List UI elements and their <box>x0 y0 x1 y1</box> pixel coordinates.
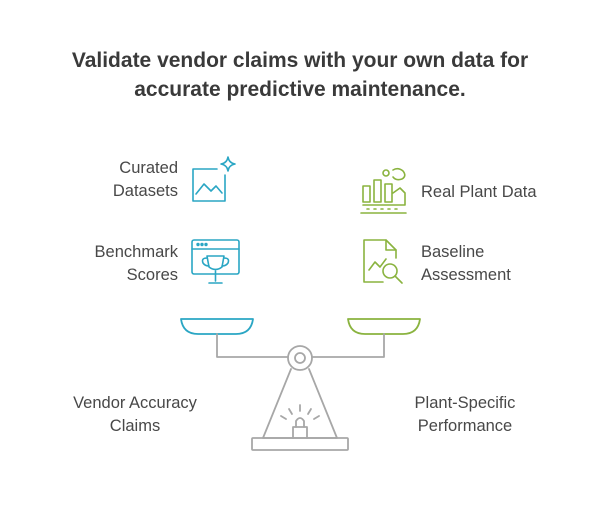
right-pan <box>347 318 421 335</box>
chart-magnifier-icon <box>363 239 403 284</box>
trophy-window-icon <box>191 239 240 284</box>
balance-scale <box>180 318 421 451</box>
label-curated-datasets: Curated Datasets <box>112 159 178 200</box>
factory-icon <box>360 167 407 214</box>
scale-beam <box>216 333 289 358</box>
scale-base <box>251 437 349 451</box>
image-sparkle-icon <box>192 156 236 202</box>
diagram-title: Validate vendor claims with your own dat… <box>0 46 600 104</box>
title-line-2: accurate predictive maintenance. <box>134 78 466 101</box>
scale-pivot <box>287 345 313 371</box>
left-pan <box>180 318 254 335</box>
label-real-plant-data: Real Plant Data <box>421 183 537 201</box>
label-vendor-accuracy-claims: Vendor Accuracy Claims <box>73 394 197 435</box>
title-line-1: Validate vendor claims with your own dat… <box>71 49 529 72</box>
label-plant-specific-performance: Plant-Specific Performance <box>414 394 516 435</box>
label-benchmark-scores: Benchmark Scores <box>94 243 178 284</box>
label-baseline-assessment: Baseline Assessment <box>421 243 511 284</box>
